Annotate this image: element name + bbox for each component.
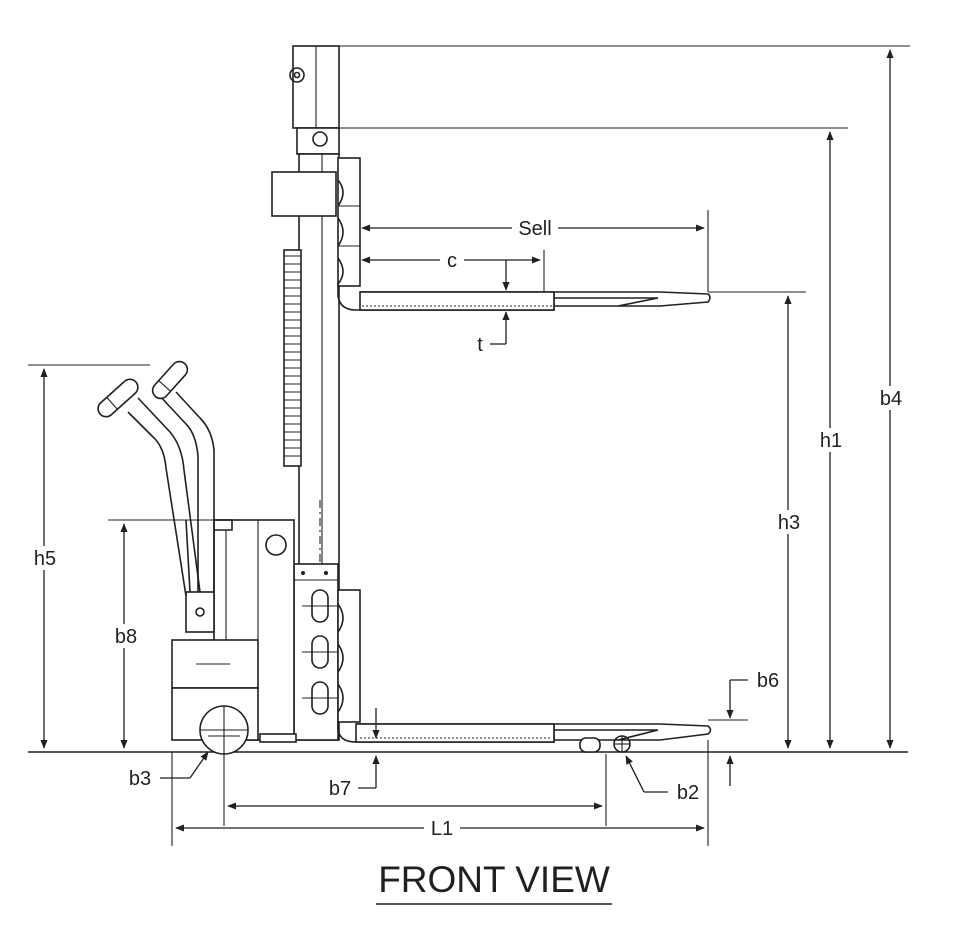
label-b4: b4 (880, 388, 902, 410)
label-sell: Sell (518, 218, 551, 240)
label-b7: b7 (329, 778, 351, 800)
label-t: t (477, 334, 483, 356)
label-b8: b8 (115, 626, 137, 648)
dim-b6 (726, 679, 748, 786)
hose-chain (283, 249, 302, 467)
drive-wheel (199, 705, 249, 755)
label-c: c (447, 250, 457, 272)
label-b6: b6 (757, 670, 779, 692)
label-h5: h5 (34, 548, 56, 570)
lower-carriage (293, 563, 361, 741)
upper-carriage (337, 157, 361, 287)
label-l1: L1 (431, 818, 453, 840)
label-b2: b2 (677, 782, 699, 804)
diagram-title: FRONT VIEW (378, 859, 610, 900)
load-wheels (579, 735, 631, 753)
dim-b2 (625, 755, 668, 793)
truck-body (171, 519, 297, 743)
upper-fork (337, 284, 711, 311)
label-h3: h3 (778, 512, 800, 534)
dim-t (490, 311, 510, 345)
label-h1: h1 (820, 430, 842, 452)
lower-fork (337, 722, 712, 743)
label-b3: b3 (129, 768, 151, 790)
extension-lines (28, 45, 910, 846)
dim-b3 (160, 751, 209, 779)
dim-b7 (358, 708, 380, 789)
tiller-handle (97, 360, 215, 633)
